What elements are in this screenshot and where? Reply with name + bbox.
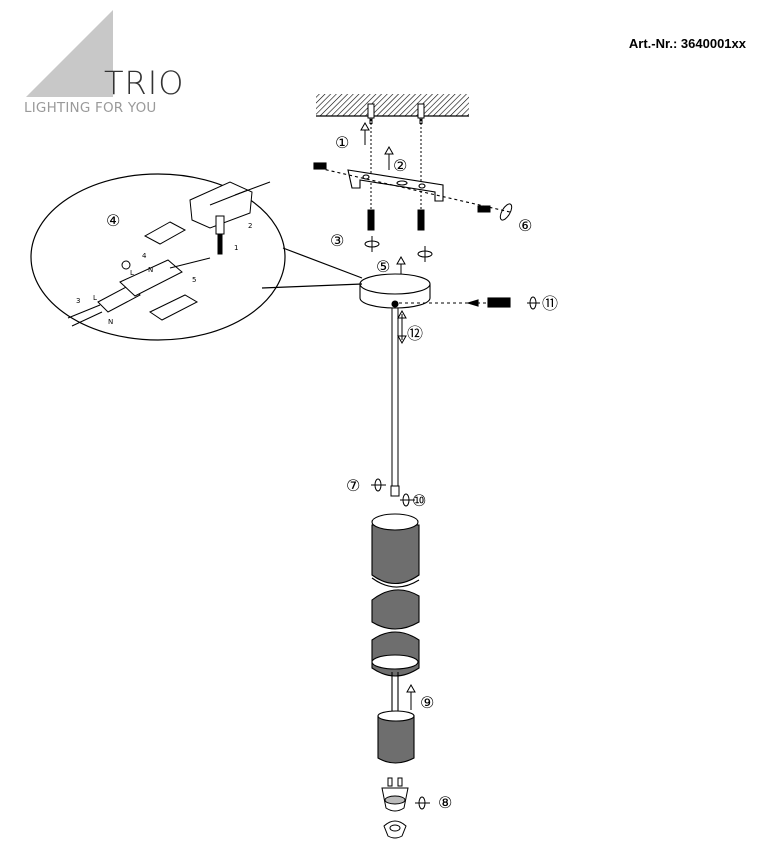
step-3-label: ③	[330, 231, 344, 250]
step-11-label: ⑪	[542, 294, 558, 313]
wire-label-n: N	[108, 318, 113, 326]
lamp-holder-tube	[377, 672, 415, 764]
wiring-labels: 1 2 3 4 5 L N L N	[76, 222, 252, 326]
step-labels: ① ② ③ ④ ⑤ ⑥ ⑦ ⑧ ⑨ ⑩ ⑪ ⑫	[106, 133, 558, 812]
step-1-label: ①	[335, 133, 349, 152]
step-10-label: ⑩	[412, 491, 426, 510]
bulb-ring	[383, 820, 407, 839]
side-screw	[477, 203, 513, 221]
wire-label-1: 1	[234, 244, 238, 252]
arrow-step-1	[360, 121, 370, 145]
step-5-label: ⑤	[376, 257, 390, 276]
ceiling	[316, 94, 469, 117]
step-8-label: ⑧	[438, 793, 452, 812]
wire-label-4: 4	[142, 252, 147, 260]
rotate-arrow-7	[371, 478, 386, 492]
trio-logo-triangle	[26, 10, 113, 97]
step-9-label: ⑨	[420, 693, 434, 712]
arrow-step-2	[384, 145, 394, 170]
canopy	[359, 273, 511, 309]
ceiling-screws	[367, 103, 425, 222]
wire-label-l-2: L	[130, 269, 134, 277]
mounting-bracket	[313, 162, 511, 213]
step-6-label: ⑥	[518, 216, 532, 235]
step-7-label: ⑦	[346, 476, 360, 495]
step-12-label: ⑫	[407, 324, 423, 343]
rotate-arrow-11	[527, 296, 540, 310]
article-value: 3640001xx	[680, 36, 746, 51]
brand-name: TRIO	[104, 64, 185, 102]
step-2-label: ②	[393, 156, 407, 175]
wire-label-2: 2	[248, 222, 252, 230]
brand-tagline: LIGHTING FOR YOU	[24, 100, 157, 116]
spiral-shade	[371, 513, 420, 677]
article-label: Art.-Nr.:	[628, 36, 678, 51]
wire-label-l: L	[93, 294, 97, 302]
wire-label-3: 3	[76, 297, 80, 305]
wall-plugs	[367, 209, 425, 231]
terminal-block-bottom	[67, 257, 211, 327]
rotate-arrows-3	[364, 236, 433, 262]
arrow-step-12	[397, 309, 407, 345]
step-4-label: ④	[106, 211, 120, 230]
arrow-step-5	[396, 255, 406, 274]
pendant-cable	[390, 308, 400, 497]
rotate-arrow-8	[415, 796, 430, 810]
gu10-bulb	[381, 777, 409, 812]
wire-label-5: 5	[192, 276, 196, 284]
article-number: Art.-Nr.: 3640001xx	[629, 36, 746, 51]
wire-label-n-2: N	[148, 266, 153, 274]
terminal-block-top	[143, 181, 271, 255]
rotate-arrow-10	[400, 493, 415, 507]
arrow-step-9	[406, 683, 416, 710]
